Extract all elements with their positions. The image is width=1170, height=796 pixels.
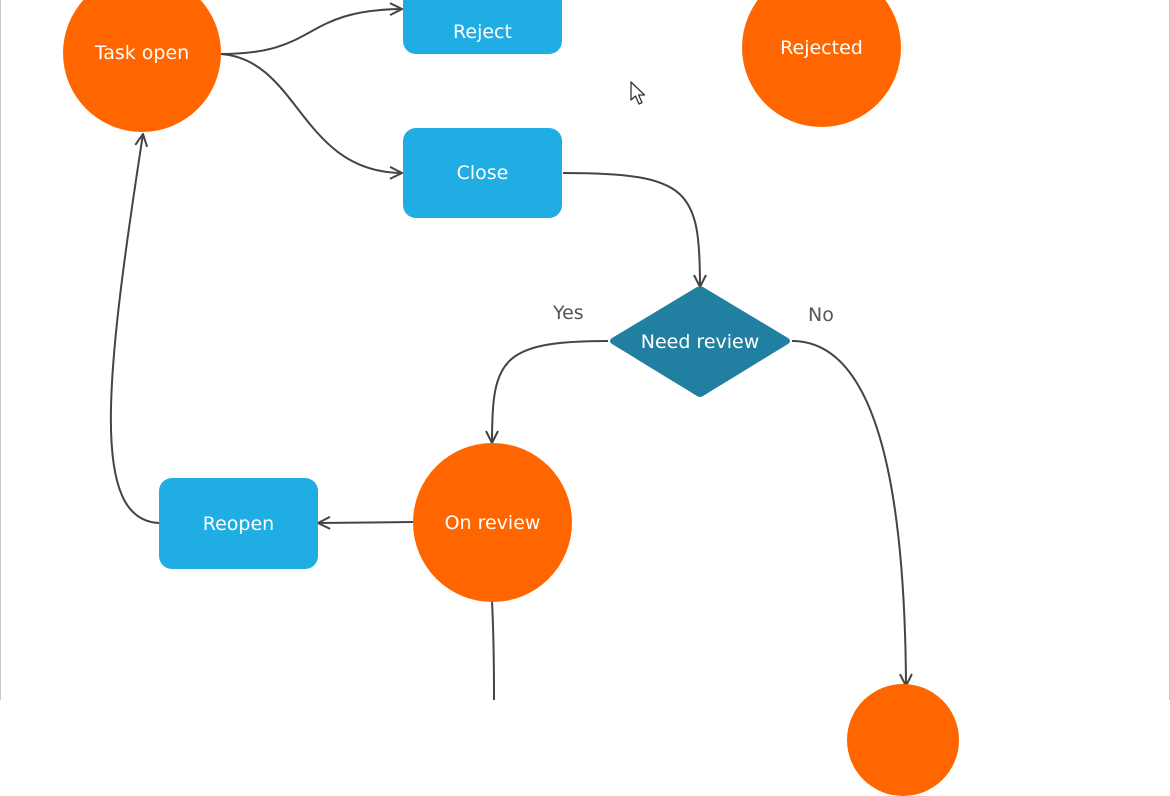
edge-reopen-to-task-open <box>109 134 160 524</box>
action-reject-label: Reject <box>453 20 512 43</box>
edge-need-review-yes-to-on-review <box>492 340 609 443</box>
edge-need-review-no-to-bottom <box>791 340 906 686</box>
action-reject[interactable]: Reject <box>403 0 562 54</box>
edge-label-no: No <box>808 304 834 326</box>
edge-on-review-to-reopen <box>318 522 414 523</box>
state-on-review[interactable]: On review <box>413 443 572 602</box>
edge-task-open-to-reject <box>220 9 402 55</box>
action-close[interactable]: Close <box>403 128 562 218</box>
state-task-open[interactable]: Task open <box>63 0 221 132</box>
decision-need-review-label: Need review <box>640 330 760 353</box>
mouse-pointer-icon <box>630 81 646 105</box>
action-close-label: Close <box>456 162 509 184</box>
action-reopen[interactable]: Reopen <box>159 478 318 569</box>
state-task-open-label: Task open <box>94 42 190 64</box>
state-rejected[interactable]: Rejected <box>742 0 901 127</box>
state-rejected-label: Rejected <box>780 36 863 59</box>
diagram-edges <box>109 0 1170 700</box>
edge-on-review-down <box>491 600 495 700</box>
edge-label-yes: Yes <box>553 302 584 324</box>
action-reopen-label: Reopen <box>202 512 275 535</box>
state-bottom[interactable] <box>847 684 959 796</box>
decision-diamond-shape <box>610 286 790 397</box>
decision-need-review[interactable]: Need review <box>606 283 794 400</box>
state-on-review-label: On review <box>444 511 541 534</box>
edge-close-to-need-review <box>562 172 700 287</box>
edge-task-open-to-close <box>220 53 402 173</box>
